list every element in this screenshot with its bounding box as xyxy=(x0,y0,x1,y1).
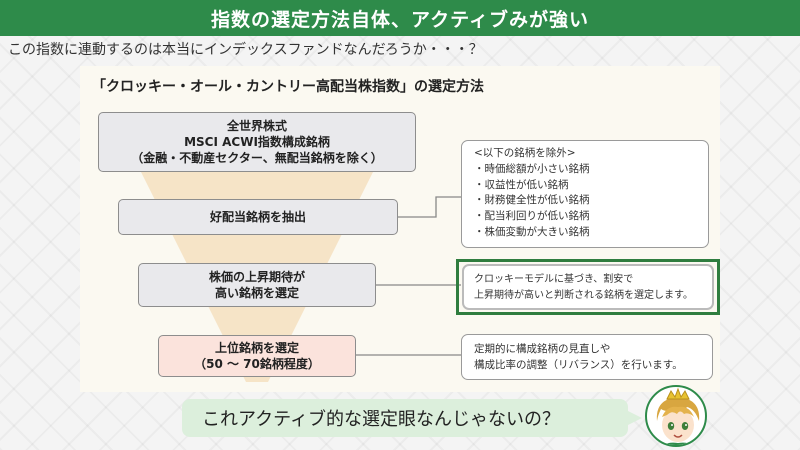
step-line: （50 ～ 70銘柄程度） xyxy=(194,357,320,371)
note-line: 上昇期待が高いと判断される銘柄を選定します。 xyxy=(474,289,693,301)
step-box-top-selection: 上位銘柄を選定 （50 ～ 70銘柄程度） xyxy=(158,335,356,377)
step-line: 上位銘柄を選定 xyxy=(214,340,299,355)
speech-bubble: これアクティブ的な選定眼なんじゃないの？ xyxy=(182,399,628,437)
note-line: ・時価総額が小さい銘柄 xyxy=(474,162,590,175)
note-line: 構成比率の調整（リバランス）を行います。 xyxy=(474,359,683,372)
step-box-universe: 全世界株式 MSCI ACWI指数構成銘柄 （金融・不動産セクター、無配当銘柄を… xyxy=(98,112,416,172)
note-line: クロッキーモデルに基づき、割安で xyxy=(474,274,634,285)
character-avatar-icon xyxy=(645,385,707,447)
step-line: 好配当銘柄を抽出 xyxy=(209,209,306,224)
slide-title: 指数の選定方法自体、アクティブみが強い xyxy=(211,8,589,31)
highlight-frame xyxy=(456,259,720,315)
step-line: 全世界株式 xyxy=(226,118,287,133)
step-box-price-expectation: 株価の上昇期待が 高い銘柄を選定 xyxy=(138,263,376,307)
speech-bubble-tail xyxy=(626,410,642,426)
note-rebalance: 定期的に構成銘柄の見直しや 構成比率の調整（リバランス）を行います。 xyxy=(461,334,713,380)
slide-header: 指数の選定方法自体、アクティブみが強い xyxy=(0,0,800,36)
step-line: （金融・不動産セクター、無配当銘柄を除く） xyxy=(131,151,383,166)
note-line: ・配当利回りが低い銘柄 xyxy=(474,210,590,222)
note-line: <以下の銘柄を除外> xyxy=(474,147,576,159)
slide-subtitle: この指数に連動するのは本当にインデックスファンドなんだろうか・・・？ xyxy=(8,42,483,58)
note-line: 定期的に構成銘柄の見直しや xyxy=(474,343,611,355)
note-line: ・収益性が低い銘柄 xyxy=(474,178,569,191)
step-line: 高い銘柄を選定 xyxy=(214,286,299,300)
note-line: ・財務健全性が低い銘柄 xyxy=(474,194,590,207)
panel-title: 「クロッキー・オール・カントリー高配当株指数」の選定方法 xyxy=(92,79,484,95)
note-exclusion-criteria: <以下の銘柄を除外> ・時価総額が小さい銘柄 ・収益性が低い銘柄 ・財務健全性が… xyxy=(461,140,709,248)
note-crocky-model: クロッキーモデルに基づき、割安で 上昇期待が高いと判断される銘柄を選定します。 xyxy=(462,264,714,310)
step-box-high-dividend: 好配当銘柄を抽出 xyxy=(118,199,398,235)
speech-bubble-text: これアクティブ的な選定眼なんじゃないの？ xyxy=(202,409,561,430)
step-line: MSCI ACWI指数構成銘柄 xyxy=(184,134,330,149)
step-line: 株価の上昇期待が xyxy=(208,269,305,284)
note-line: ・株価変動が大きい銘柄 xyxy=(474,225,590,238)
